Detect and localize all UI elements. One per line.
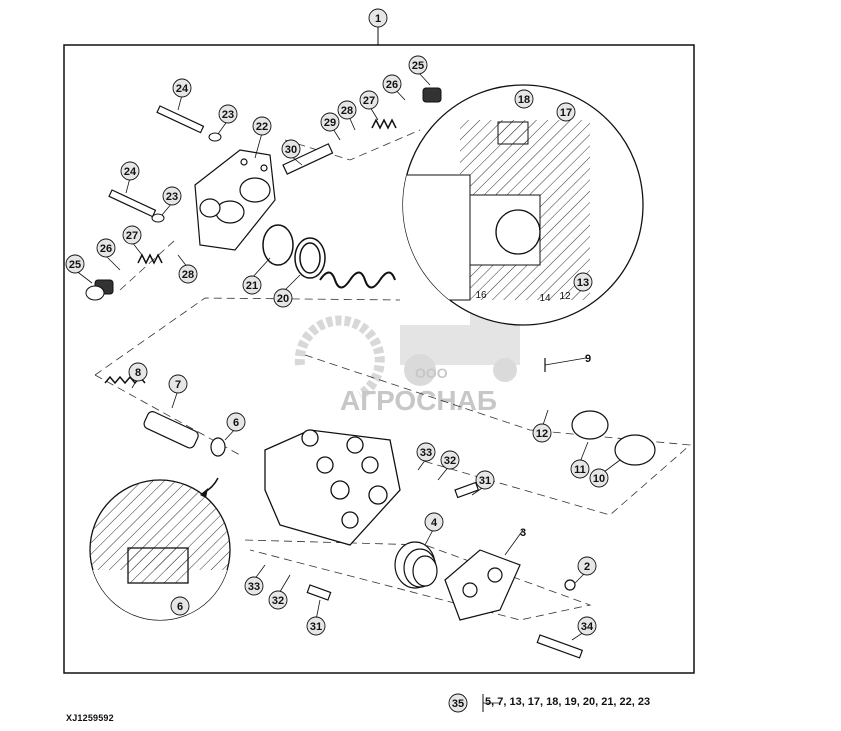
bellows-part <box>394 541 438 589</box>
callout-11: 11 <box>574 464 586 476</box>
detail-view-valve <box>402 84 644 326</box>
detail-view-seal <box>89 477 231 621</box>
diagram-frame <box>63 44 695 674</box>
pin-parts <box>108 105 205 218</box>
callout-24a: 24 <box>176 83 189 95</box>
watermark-large-text: АГРОСНАБ <box>340 385 497 416</box>
callout-7: 7 <box>175 379 181 391</box>
callout-27b: 27 <box>363 95 375 107</box>
spool-part <box>282 143 334 175</box>
bolt-parts <box>306 481 584 659</box>
callout-35: 35 <box>452 698 464 710</box>
plug-parts <box>85 87 442 301</box>
callout-25b: 25 <box>412 60 424 72</box>
callout-1: 1 <box>375 13 381 25</box>
callout-29: 29 <box>324 117 336 129</box>
callout-31a: 31 <box>479 475 491 487</box>
callout-28a: 28 <box>182 269 194 281</box>
watermark-logo: ООО АГРОСНАБ <box>294 305 520 416</box>
callout-26a: 26 <box>100 243 112 255</box>
callout-31b: 31 <box>310 621 322 633</box>
callout-17: 17 <box>560 107 572 119</box>
callout-22: 22 <box>256 121 268 133</box>
callout-21: 21 <box>246 280 258 292</box>
piston-part <box>143 411 226 457</box>
check-valve-kit <box>544 358 656 466</box>
callout-18: 18 <box>518 94 530 106</box>
upper-housing-part <box>194 149 276 251</box>
callout-24b: 24 <box>124 166 137 178</box>
callout-14: 14 <box>539 293 551 304</box>
callout-labels: 24 23 22 30 24 23 27 26 25 28 21 20 25 2… <box>69 13 605 710</box>
figure-id: XJ1259592 <box>66 713 114 723</box>
callout-34: 34 <box>581 621 594 633</box>
gasket-part <box>444 549 521 621</box>
callout-23b: 23 <box>166 191 178 203</box>
callout-9: 9 <box>585 353 591 365</box>
callout-23a: 23 <box>222 109 234 121</box>
watermark-small-text: ООО <box>415 365 448 381</box>
callout-32b: 32 <box>272 595 284 607</box>
callout-20: 20 <box>277 293 289 305</box>
seal-rings <box>262 224 326 279</box>
spring-parts <box>104 118 397 385</box>
callout-13: 13 <box>577 277 589 289</box>
callout-8: 8 <box>135 367 141 379</box>
callout-2: 2 <box>584 561 590 573</box>
callout-32a: 32 <box>444 455 456 467</box>
callout-33b: 33 <box>248 581 260 593</box>
callout-4: 4 <box>431 517 438 529</box>
dashed-guides <box>94 129 691 621</box>
callout-12b: 12 <box>536 428 548 440</box>
callout-30: 30 <box>285 144 297 156</box>
callout-27a: 27 <box>126 230 138 242</box>
callout-10: 10 <box>593 473 605 485</box>
callout-33a: 33 <box>420 447 432 459</box>
callout-25a: 25 <box>69 259 81 271</box>
callout-12a: 12 <box>559 291 571 302</box>
callout-circles <box>65 8 609 713</box>
callout-28b: 28 <box>341 105 353 117</box>
washer-parts <box>151 132 222 223</box>
kit-parts-list: 5, 7, 13, 17, 18, 19, 20, 21, 22, 23 <box>485 696 651 708</box>
callout-6b: 6 <box>177 601 183 613</box>
callout-3: 3 <box>520 527 526 539</box>
callout-6a: 6 <box>233 417 239 429</box>
callout-16: 16 <box>475 290 487 301</box>
valve-body-part <box>264 429 401 546</box>
callout-26b: 26 <box>386 79 398 91</box>
